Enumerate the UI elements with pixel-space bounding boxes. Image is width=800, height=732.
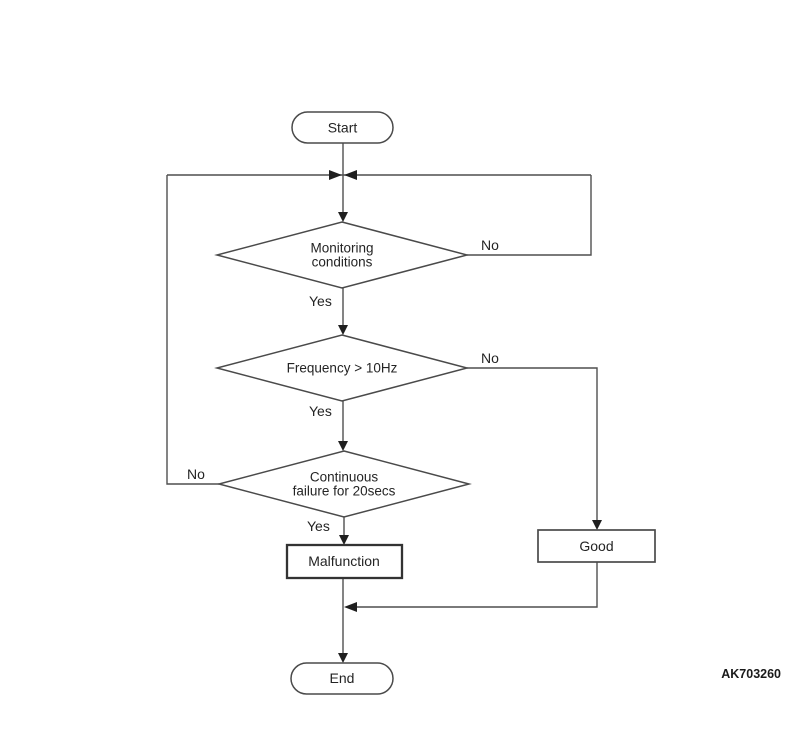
frequency-decision-shape — [214, 334, 470, 402]
arrowhead-into-continuous — [338, 441, 348, 451]
arrowhead-into-end — [338, 653, 348, 663]
end-terminator-shape — [290, 662, 394, 695]
start-terminator-shape — [291, 111, 394, 144]
good-label: Good — [579, 538, 613, 554]
good-process-shape — [537, 529, 656, 563]
frequency-label: Frequency > 10Hz — [287, 361, 398, 376]
arrowhead-into-malfunction — [339, 535, 349, 545]
node-monitoring-conditions: Monitoring conditions — [214, 221, 470, 289]
arrowhead-into-monitoring — [338, 212, 348, 222]
figure-id-label: AK703260 — [721, 667, 781, 681]
continuous-label-line1: Continuous — [310, 470, 379, 485]
label-monitoring-yes: Yes — [309, 293, 332, 309]
end-label: End — [330, 670, 355, 686]
node-end: End — [290, 662, 394, 695]
label-continuous-no: No — [187, 466, 205, 482]
arrowhead-junction-right — [344, 170, 357, 180]
label-continuous-yes: Yes — [307, 518, 330, 534]
label-frequency-yes: Yes — [309, 403, 332, 419]
edge-monitoring-no-loop — [467, 175, 592, 256]
malfunction-process-shape — [285, 543, 404, 580]
node-start: Start — [291, 111, 394, 144]
monitoring-label-line1: Monitoring — [310, 241, 373, 256]
arrowhead-junction-left — [329, 170, 342, 180]
monitoring-label-line2: conditions — [312, 255, 373, 270]
label-monitoring-no: No — [481, 237, 499, 253]
node-continuous-failure: Continuous failure for 20secs — [216, 450, 472, 518]
node-malfunction: Malfunction — [285, 543, 404, 580]
arrowhead-into-good — [592, 520, 602, 530]
arrowhead-into-frequency — [338, 325, 348, 335]
continuous-label-line2: failure for 20secs — [293, 484, 396, 499]
start-label: Start — [328, 120, 358, 136]
edge-good-merge — [356, 562, 598, 608]
malfunction-label: Malfunction — [308, 553, 380, 569]
edge-continuous-no-loop — [166, 175, 219, 485]
continuous-decision-shape — [216, 450, 472, 518]
monitoring-decision-shape — [214, 221, 470, 289]
label-frequency-no: No — [481, 350, 499, 366]
edge-frequency-no-to-good — [467, 367, 598, 526]
node-frequency: Frequency > 10Hz — [214, 334, 470, 402]
node-good: Good — [537, 529, 656, 563]
arrowhead-merge-left — [344, 602, 357, 612]
